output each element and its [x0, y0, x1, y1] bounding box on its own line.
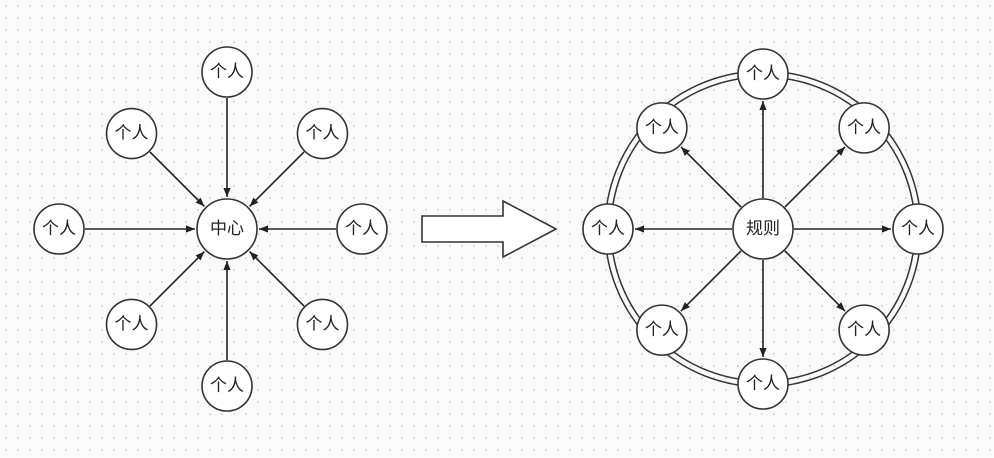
rules-node-label: 规则 — [746, 219, 780, 239]
center-node: 中心 — [196, 198, 258, 260]
left-peer-label: 个人 — [345, 219, 379, 239]
left-peer-label: 个人 — [305, 314, 339, 334]
right-peer-label: 个人 — [645, 118, 679, 138]
right-peer-label: 个人 — [591, 219, 625, 239]
right-edges — [635, 101, 891, 357]
right-peer-node-bottom: 个人 — [737, 358, 789, 410]
right-peer-node-left: 个人 — [582, 203, 634, 255]
right-peer-label: 个人 — [645, 320, 679, 340]
right-peer-node-bottom-left: 个人 — [636, 304, 688, 356]
right-peer-node-top-left: 个人 — [636, 102, 688, 154]
left-peer-label: 个人 — [115, 124, 149, 144]
left-peer-node-right: 个人 — [336, 203, 388, 255]
left-peer-label: 个人 — [210, 376, 244, 396]
left-edges — [85, 98, 336, 360]
right-peer-label: 个人 — [746, 64, 780, 84]
right-peer-label: 个人 — [901, 219, 935, 239]
left-peer-label: 个人 — [42, 219, 76, 239]
left-edge-top-right — [249, 151, 305, 207]
left-peer-node-top-left: 个人 — [105, 107, 158, 160]
left-peer-node-left: 个人 — [33, 203, 85, 255]
right-peer-node-right: 个人 — [892, 203, 944, 255]
right-peer-label: 个人 — [746, 374, 780, 394]
left-peer-node-top-right: 个人 — [296, 107, 349, 160]
right-edge-bottom-right — [784, 250, 846, 312]
right-peer-node-top: 个人 — [737, 48, 789, 100]
right-edge-top-left — [680, 146, 742, 208]
left-peer-label: 个人 — [115, 314, 149, 334]
left-peer-label: 个人 — [210, 62, 244, 82]
right-edge-top-right — [784, 146, 846, 208]
rules-node: 规则 — [732, 198, 794, 260]
left-peer-node-bottom: 个人 — [201, 360, 253, 412]
left-edge-top-left — [149, 151, 205, 207]
right-edge-bottom-left — [680, 250, 742, 312]
center-node-label: 中心 — [210, 219, 244, 239]
right-peer-node-bottom-right: 个人 — [838, 304, 890, 356]
left-peer-node-bottom-left: 个人 — [105, 298, 158, 351]
left-peer-node-top: 个人 — [201, 46, 253, 98]
left-edge-bottom-left — [149, 251, 205, 307]
right-peer-label: 个人 — [847, 320, 881, 340]
right-arrow-icon — [421, 199, 558, 259]
left-peer-node-bottom-right: 个人 — [296, 298, 349, 351]
left-edge-bottom-right — [249, 251, 305, 307]
left-peer-label: 个人 — [305, 124, 339, 144]
right-peer-node-top-right: 个人 — [838, 102, 890, 154]
right-peer-label: 个人 — [847, 118, 881, 138]
